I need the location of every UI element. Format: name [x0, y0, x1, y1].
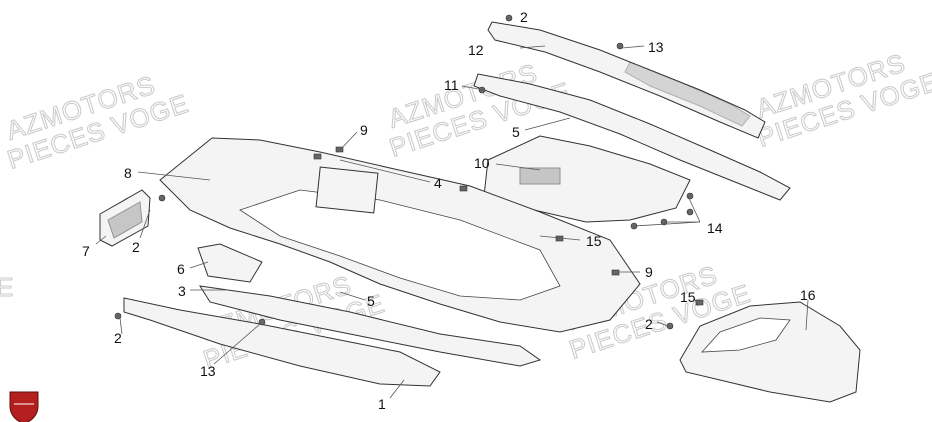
callouts: 1 2 2 2 2 3 4 5 5 6 7 8 9 9 10 11 12 13 …	[82, 9, 816, 412]
callout-8: 8	[124, 165, 132, 181]
part-lower-side-skirt-inner	[199, 285, 542, 367]
part-side-trim-small	[197, 243, 263, 283]
callout-9: 9	[645, 264, 653, 280]
screw-icon	[686, 192, 694, 200]
part-rear-top-cover-inner	[624, 61, 751, 127]
screw-icon	[114, 312, 122, 320]
callout-15: 15	[586, 233, 602, 249]
screw-icon	[616, 42, 624, 50]
brand-logo	[9, 391, 39, 422]
screw-icon	[686, 208, 694, 216]
callout-6: 6	[177, 261, 185, 277]
callout-13: 13	[200, 363, 216, 379]
callout-9: 9	[360, 122, 368, 138]
callout-5: 5	[512, 124, 520, 140]
callout-5: 5	[367, 293, 375, 309]
clip-icon	[313, 153, 322, 160]
part-rear-mudguard-inner	[701, 317, 791, 353]
callout-15: 15	[680, 289, 696, 305]
callout-14: 14	[707, 220, 723, 236]
callout-2: 2	[132, 239, 140, 255]
part-floor-storage-box	[315, 166, 379, 214]
part-side-rail-cover	[473, 73, 791, 201]
callout-1: 1	[378, 396, 386, 412]
callout-10: 10	[474, 155, 490, 171]
callout-3: 3	[178, 283, 186, 299]
callout-2: 2	[645, 316, 653, 332]
callout-11: 11	[444, 77, 459, 93]
callout-16: 16	[800, 287, 816, 303]
watermark-right: AZMOTORS PIECES VOGE	[752, 47, 932, 153]
callout-4: 4	[434, 175, 442, 191]
callout-13: 13	[648, 39, 664, 55]
part-battery-tray-slot	[519, 167, 561, 185]
watermark-left: AZMOTORS PIECES VOGE	[2, 69, 193, 175]
callout-12: 12	[468, 42, 484, 58]
clip-icon	[459, 185, 468, 192]
clip-icon	[611, 269, 620, 276]
shield-icon	[9, 391, 39, 422]
screw-icon	[158, 194, 166, 202]
part-rear-top-cover	[487, 21, 766, 139]
screw-icon	[258, 318, 266, 326]
callout-2: 2	[114, 330, 122, 346]
watermark-edge-fragment: E	[0, 272, 14, 302]
part-rear-mudguard	[679, 301, 861, 403]
callout-2: 2	[520, 9, 528, 25]
leader-lines	[95, 45, 809, 399]
screw-icon	[505, 14, 513, 22]
clip-icon	[335, 146, 344, 153]
part-front-bracket-hatching	[107, 201, 143, 239]
callout-7: 7	[82, 243, 90, 259]
